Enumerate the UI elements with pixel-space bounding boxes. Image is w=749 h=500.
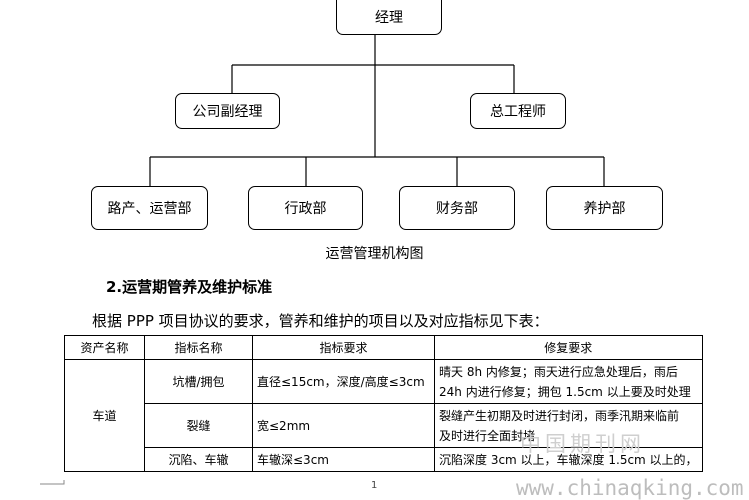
indicator-cell: 坑槽/拥包	[144, 359, 253, 404]
indicator-cell: 沉陷、车辙	[144, 447, 253, 472]
table-row: 沉陷、车辙 车辙深≤3cm 沉陷深度 3cm 以上，车辙深度 1.5cm 以上的…	[65, 447, 703, 472]
asset-cell: 车道	[64, 359, 145, 472]
org-node-label: 公司副经理	[192, 104, 263, 120]
watermark-url: www.chinaqking.com	[516, 476, 744, 500]
table-header-cell: 资产名称	[64, 335, 145, 360]
table-header-cell: 修复要求	[434, 335, 703, 360]
repair-cell: 晴天 8h 内修复；雨天进行应急处理后，雨后 24h 内进行修复；拥包 1.5c…	[434, 359, 703, 404]
requirement-cell: 直径≤15cm，深度/高度≤3cm	[252, 359, 435, 404]
repair-line: 沉陷深度 3cm 以上，车辙深度 1.5cm 以上的，	[439, 452, 698, 467]
org-node-road-operations: 路产、运营部	[91, 186, 208, 230]
section-heading: 2.运营期管养及维护标准	[106, 278, 273, 296]
org-node-manager: 经理	[336, 0, 442, 35]
requirement-cell: 车辙深≤3cm	[252, 447, 435, 472]
standards-table: 资产名称 指标名称 指标要求 修复要求 车道 坑槽/拥包 直径≤15cm，深度/…	[64, 335, 703, 472]
repair-line: 及时进行全面封堵	[439, 428, 536, 443]
org-chart-caption: 运营管理机构图	[325, 246, 424, 262]
section-paragraph: 根据 PPP 项目协议的要求，管养和维护的项目以及对应指标见下表：	[92, 312, 549, 330]
table-header-row: 资产名称 指标名称 指标要求 修复要求	[64, 335, 703, 360]
org-node-finance: 财务部	[399, 186, 515, 230]
page-corner-mark	[40, 480, 65, 485]
repair-cell: 沉陷深度 3cm 以上，车辙深度 1.5cm 以上的，	[434, 447, 703, 472]
table-header-cell: 指标要求	[252, 335, 435, 360]
table-header-cell: 指标名称	[144, 335, 253, 360]
table-row: 车道 坑槽/拥包 直径≤15cm，深度/高度≤3cm 晴天 8h 内修复；雨天进…	[64, 359, 703, 472]
org-node-administration: 行政部	[248, 186, 363, 230]
page-number: 1	[371, 480, 378, 491]
watermark-name: 中国期刊网	[520, 432, 645, 456]
org-node-label: 行政部	[284, 201, 327, 217]
org-node-label: 总工程师	[490, 104, 546, 120]
org-node-deputy-manager: 公司副经理	[175, 93, 280, 129]
org-node-maintenance: 养护部	[546, 186, 663, 230]
org-node-label: 经理	[375, 10, 403, 26]
org-node-label: 养护部	[583, 201, 626, 217]
table-row: 裂缝 宽≤2mm 裂缝产生初期及时进行封闭，雨季汛期来临前 及时进行全面封堵	[65, 403, 703, 448]
indicator-cell: 裂缝	[144, 403, 253, 448]
repair-line: 24h 内进行修复；拥包 1.5cm 以上要及时处理	[439, 384, 691, 399]
org-node-label: 路产、运营部	[107, 201, 192, 217]
requirement-cell: 宽≤2mm	[252, 403, 435, 448]
repair-line: 晴天 8h 内修复；雨天进行应急处理后，雨后	[439, 364, 678, 379]
org-node-chief-engineer: 总工程师	[470, 93, 566, 129]
org-node-label: 财务部	[436, 201, 478, 217]
repair-line: 裂缝产生初期及时进行封闭，雨季汛期来临前	[439, 408, 680, 423]
